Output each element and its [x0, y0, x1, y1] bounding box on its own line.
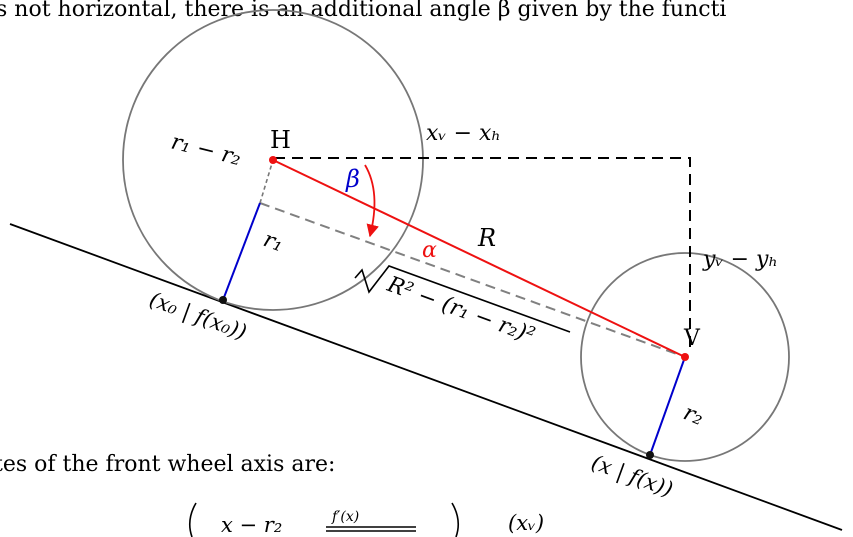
contact-point-front: [646, 451, 654, 459]
label-r2: r₂: [680, 400, 707, 430]
bottom-text-line: tes of the front wheel axis are:: [0, 452, 335, 477]
sqrt-radical: [354, 265, 571, 333]
label-r1-minus-r2: r₁ − r₂: [169, 130, 244, 171]
axis-connection-line: [272, 159, 686, 358]
formula-left-paren: [188, 502, 197, 537]
label-r: R: [477, 224, 496, 252]
r2-radius-line: [649, 356, 686, 456]
label-r1: r₁: [260, 227, 287, 257]
r1-minus-r2-segment: [259, 159, 274, 204]
label-sqrt-expression: R² − (r₁ − r₂)²: [383, 272, 538, 349]
label-dx: xᵥ − xₕ: [426, 121, 501, 146]
point-v: [681, 353, 689, 361]
r1-radius-line: [222, 202, 261, 301]
formula-right-term: (xᵥ): [508, 511, 544, 535]
parallel-dashed-line: [259, 202, 686, 358]
rear-wheel-circle: [122, 9, 424, 311]
label-dy: yᵥ − yₕ: [702, 247, 778, 272]
angle-arc: [364, 164, 379, 238]
formula-right-paren: [451, 502, 460, 537]
ground-line: [9, 223, 843, 531]
label-v: V: [683, 326, 701, 351]
top-text-line: s not horizontal, there is an additional…: [0, 0, 726, 22]
label-h: H: [270, 126, 291, 154]
label-alpha: α: [422, 238, 437, 263]
label-contact-rear: (x₀ | f(x₀)): [146, 287, 250, 345]
front-wheel-circle: [580, 252, 790, 462]
contact-point-rear: [219, 296, 227, 304]
point-h: [269, 156, 277, 164]
label-beta: β: [345, 165, 360, 193]
formula-left-term: x − r₂: [221, 513, 282, 537]
dx-dy-dashed-path: [274, 157, 691, 352]
formula-fraction-numerator: f′(x): [331, 509, 359, 525]
